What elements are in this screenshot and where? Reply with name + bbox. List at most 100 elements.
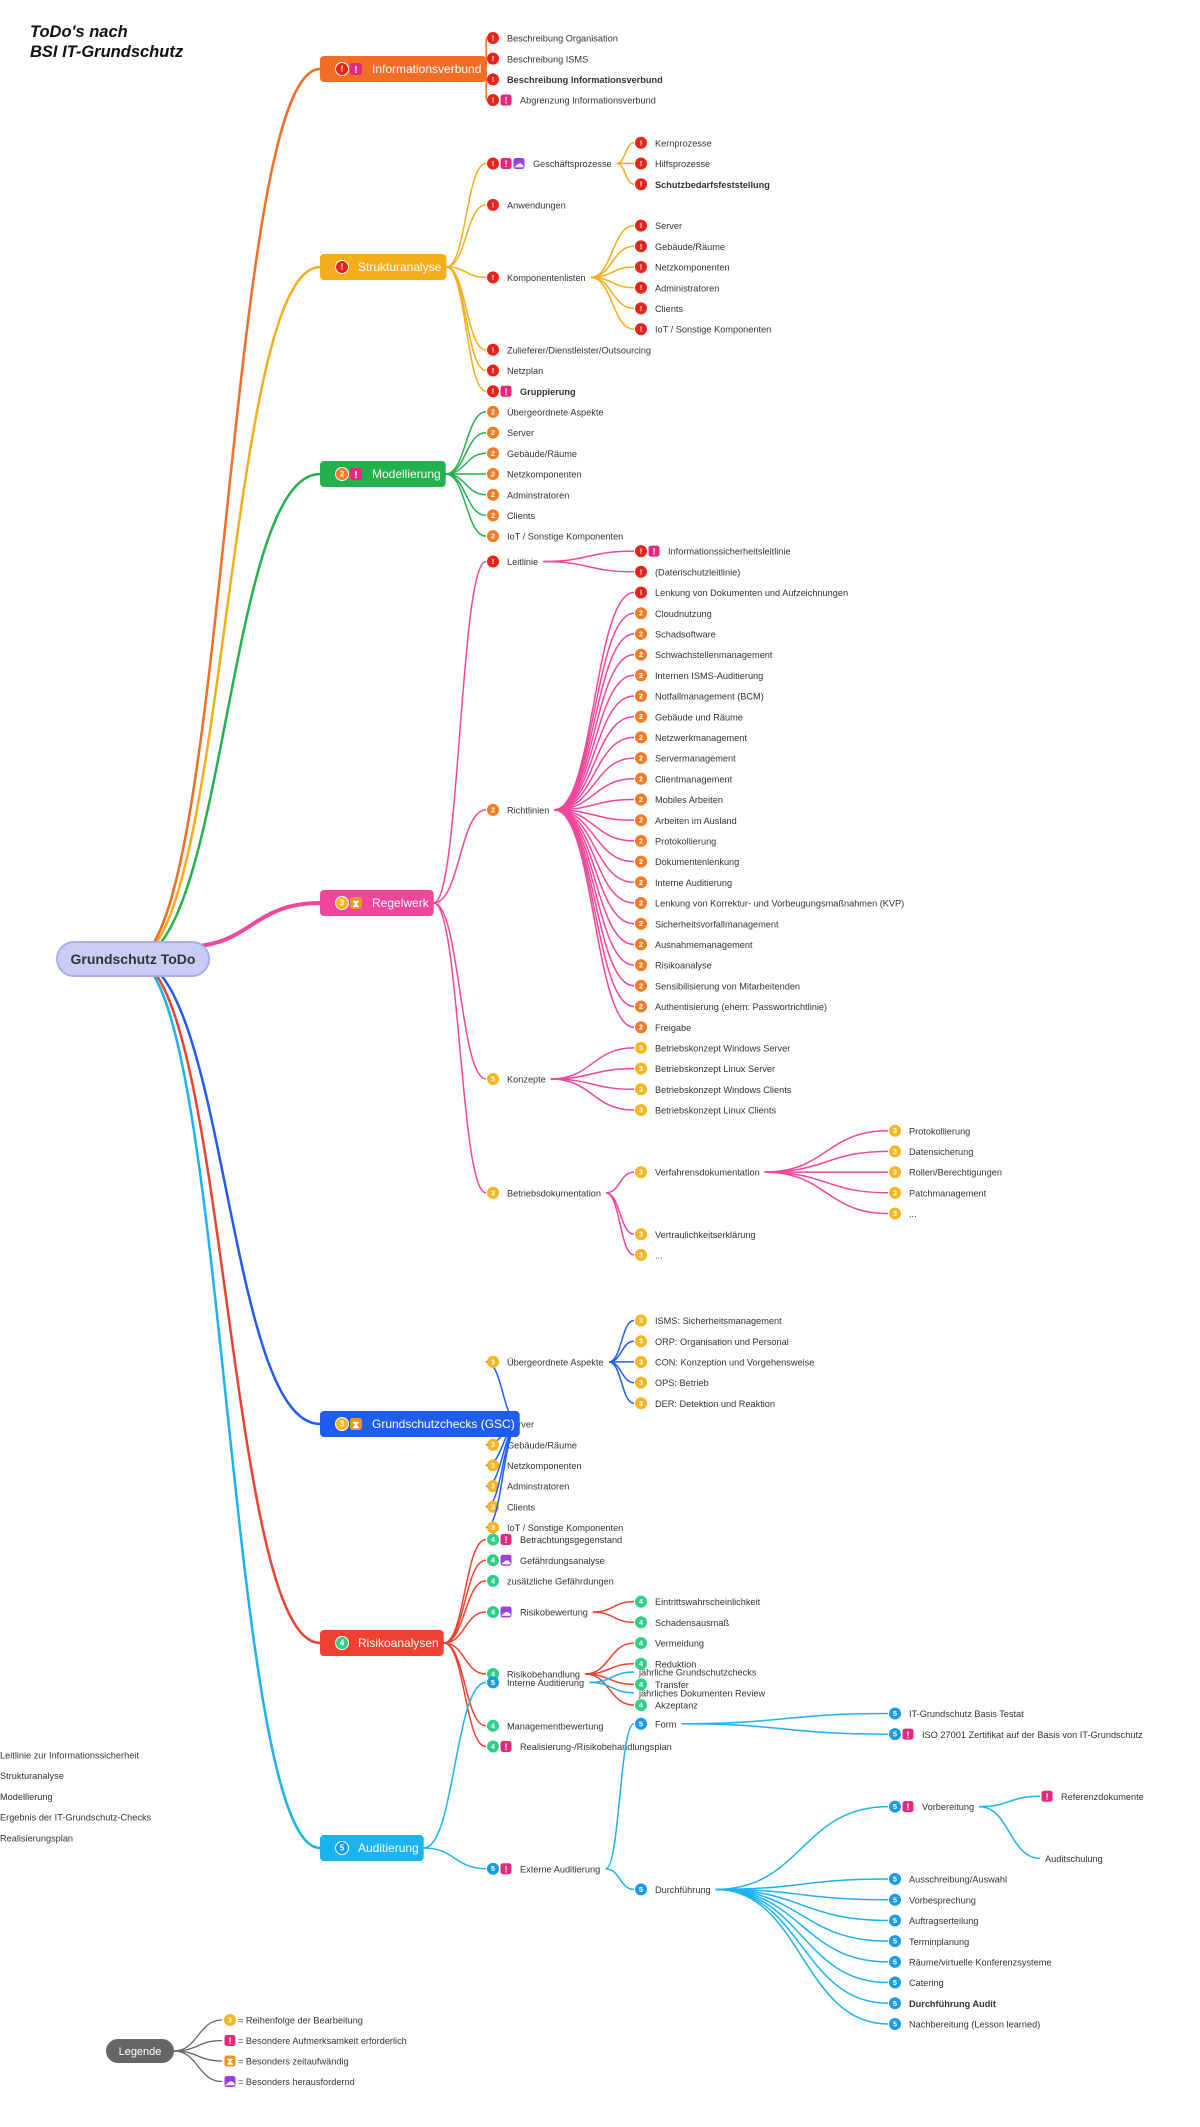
node-server[interactable]: !Server xyxy=(635,219,682,232)
node-beschreibung-organisation[interactable]: !Beschreibung Organisation xyxy=(487,31,618,44)
branch-grundschutzchecks-gsc[interactable]: 3⧗Grundschutzchecks (GSC) xyxy=(320,1411,520,1437)
node-referenzdokumente[interactable]: !Referenzdokumente xyxy=(1041,1790,1144,1802)
node-netzplan[interactable]: !Netzplan xyxy=(487,364,543,377)
node-clients[interactable]: !Clients xyxy=(635,302,683,315)
branch-modellierung[interactable]: 2!Modellierung xyxy=(320,461,446,487)
node-betrachtungsgegenstand[interactable]: 4!Betrachtungsgegenstand xyxy=(487,1533,622,1546)
node-leitlinie-zur-informationssicherheit[interactable]: Leitlinie zur Informationssicherheit xyxy=(0,1750,139,1760)
node-iot-sonstige-komponenten[interactable]: !IoT / Sonstige Komponenten xyxy=(635,323,771,336)
node-administratoren[interactable]: !Administratoren xyxy=(635,281,719,294)
node-anwendungen[interactable]: !Anwendungen xyxy=(487,198,566,211)
node-zulieferer-dienstleister-outsourcing[interactable]: !Zulieferer/Dienstleister/Outsourcing xyxy=(487,343,651,356)
node-datenschutzleitlinie[interactable]: !(Datenschutzleitlinie) xyxy=(635,565,740,578)
node-auditschulung[interactable]: Auditschulung xyxy=(1045,1854,1103,1864)
branch-strukturanalyse[interactable]: !Strukturanalyse xyxy=(320,254,447,280)
node-jahrliche-grundschutzchecks[interactable]: jährliche Grundschutzchecks xyxy=(638,1668,757,1678)
branch-regelwerk[interactable]: 3⧗Regelwerk xyxy=(320,890,434,916)
node-gefahrdungsanalyse[interactable]: 4☁Gefährdungsanalyse xyxy=(487,1554,605,1567)
node-strukturanalyse[interactable]: Strukturanalyse xyxy=(0,1771,64,1781)
node-geschaftsprozesse[interactable]: !!☁Geschäftsprozesse xyxy=(487,157,612,170)
node-modellierung[interactable]: Modellierung xyxy=(0,1792,53,1802)
node-komponentenlisten[interactable]: !Komponentenlisten xyxy=(487,271,586,284)
node-risikobewertung[interactable]: 4☁Risikobewertung xyxy=(487,1605,588,1618)
node-realisierung-risikobehandlungsplan[interactable]: 4!Realisierung-/Risikobehandlungsplan xyxy=(487,1740,672,1753)
node-jahrliches-dokumenten-review[interactable]: jährliches Dokumenten Review xyxy=(638,1688,765,1698)
node-vorbereitung[interactable]: 5!Vorbereitung xyxy=(889,1800,974,1813)
node-realisierungsplan[interactable]: Realisierungsplan xyxy=(0,1833,73,1843)
node-beschreibung-informationsverbund[interactable]: !Beschreibung Informationsverbund xyxy=(487,73,663,86)
node-informationssicherheitsleitlinie[interactable]: !!Informationssicherheitsleitlinie xyxy=(635,545,791,558)
node-kernprozesse[interactable]: !Kernprozesse xyxy=(635,136,712,149)
node-gebaude-raume[interactable]: !Gebäude/Räume xyxy=(635,240,725,253)
node-netzkomponenten[interactable]: !Netzkomponenten xyxy=(635,261,730,273)
node-ergebnis-der-it-grundschutz-checks[interactable]: Ergebnis der IT-Grundschutz-Checks xyxy=(0,1813,152,1823)
root-node[interactable]: Grundschutz ToDo xyxy=(56,941,210,977)
node-iso-27001-zertifikat-auf-der-basis-von-it-grundschutz[interactable]: 5!ISO 27001 Zertifikat auf der Basis von… xyxy=(889,1728,1143,1741)
